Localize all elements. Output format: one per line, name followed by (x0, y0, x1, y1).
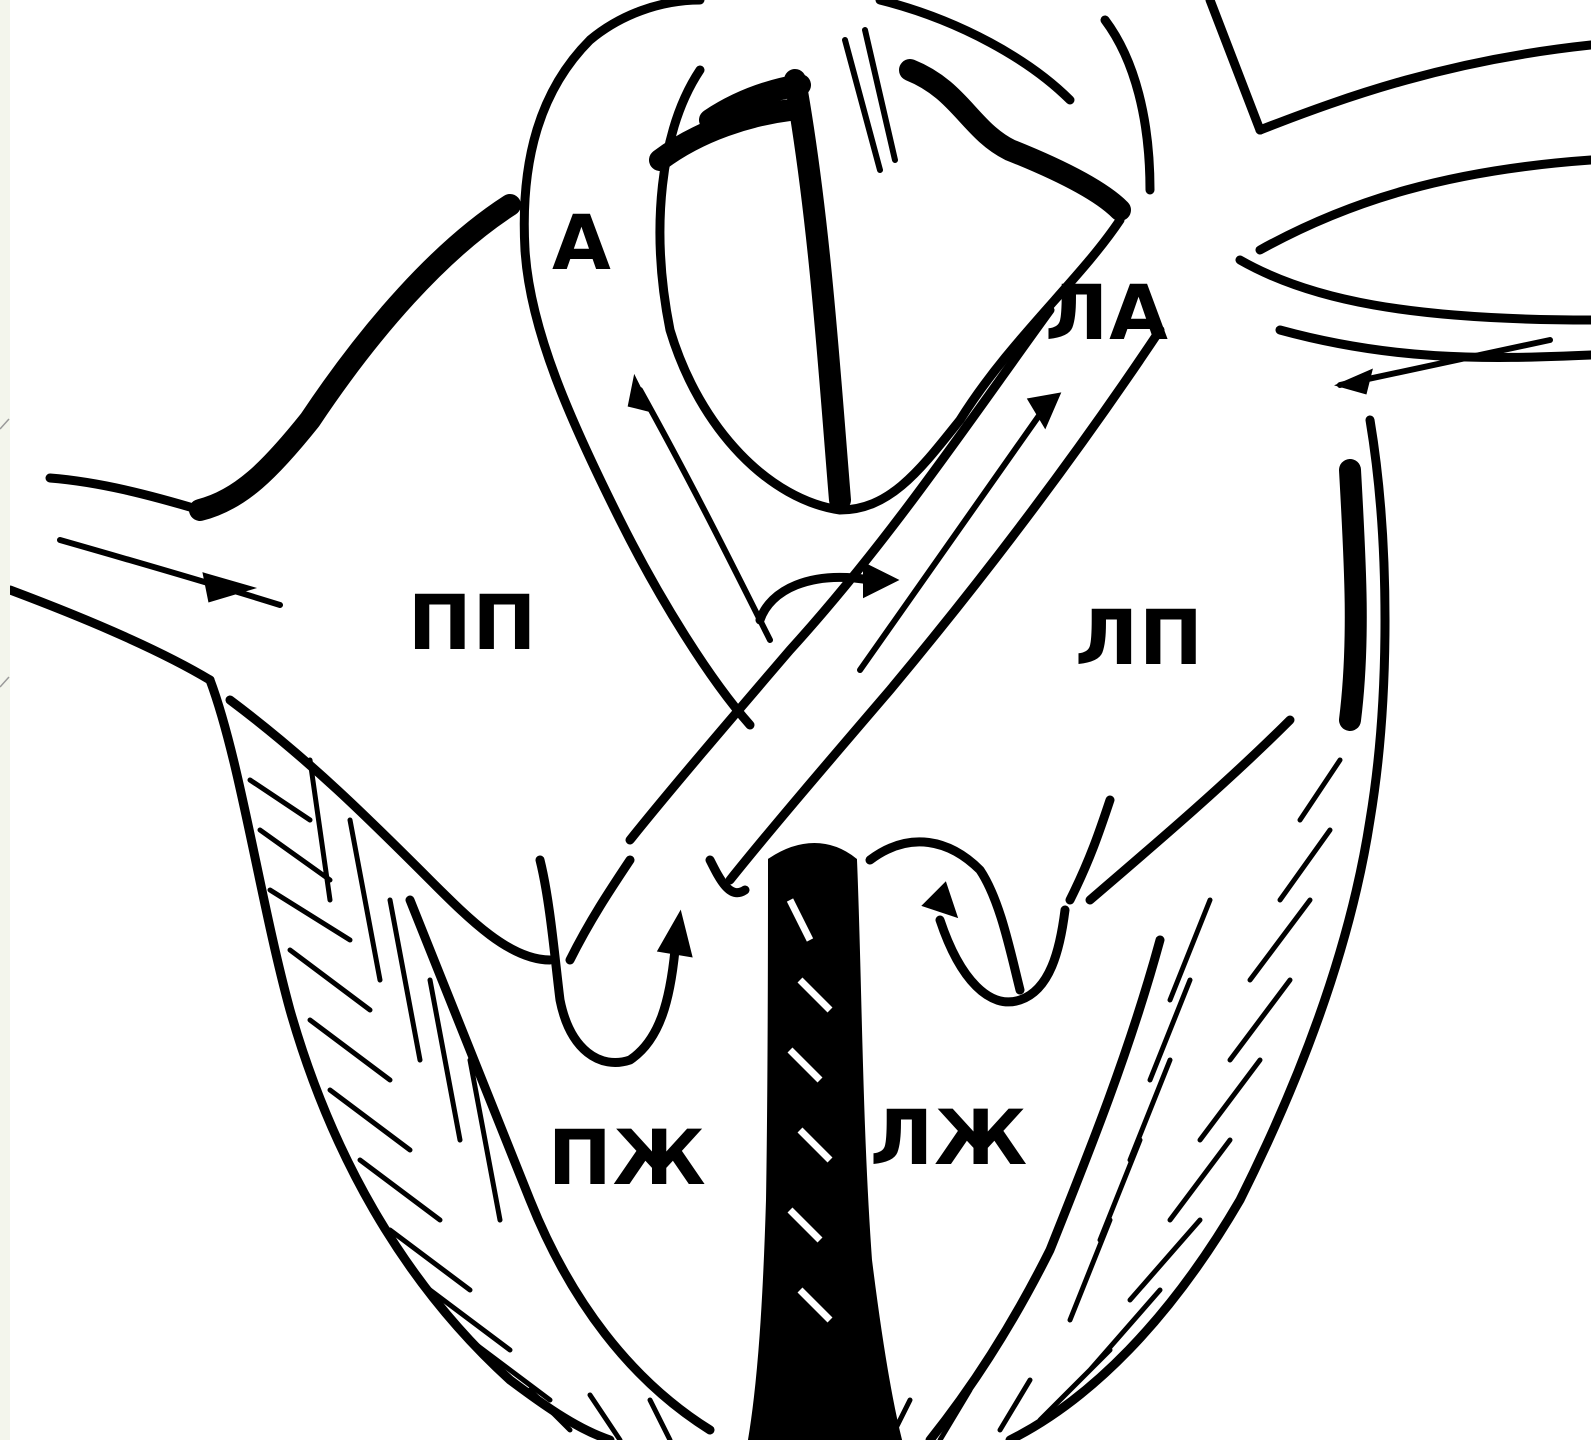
heart-drawing (10, 0, 1591, 1440)
mitral-valve (870, 800, 1110, 1002)
pulmonary-branches (1240, 260, 1591, 392)
inferior-vena-cava (10, 540, 280, 680)
label-left-ventricle: ЛЖ (870, 1100, 1028, 1176)
label-right-ventricle: ПЖ (548, 1120, 707, 1196)
heart-diagram: А ЛА ПП ЛП ПЖ ЛЖ (10, 0, 1591, 1440)
slide-edge-mark (0, 676, 10, 688)
label-right-atrium: ПП (408, 585, 537, 661)
label-aorta: А (552, 205, 612, 281)
label-pulmonary-artery: ЛА (1045, 275, 1169, 351)
superior-vena-cava (50, 205, 510, 510)
tricuspid-valve (540, 860, 745, 1063)
left-heart-wall (930, 420, 1385, 1440)
slide-edge-mark (0, 418, 10, 430)
label-left-atrium: ЛП (1075, 600, 1204, 676)
